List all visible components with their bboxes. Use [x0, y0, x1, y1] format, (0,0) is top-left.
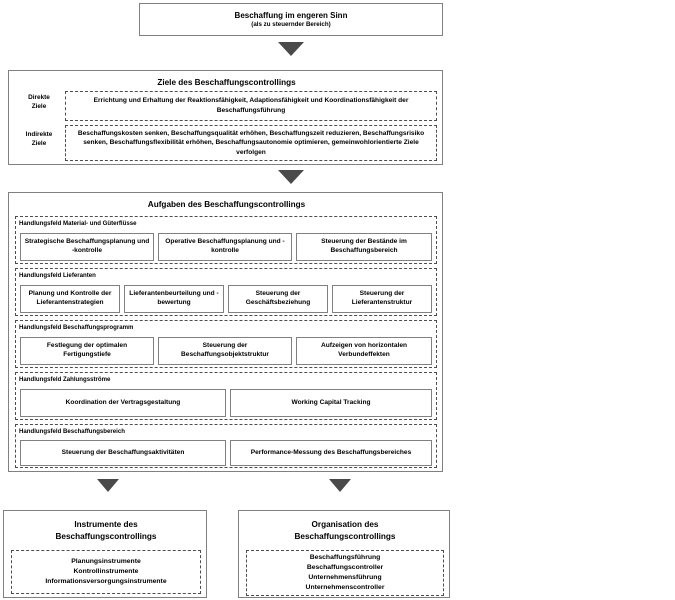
- arrow-down-tasks-to-instrumente: [97, 479, 119, 492]
- instrumente-title-line2: Beschaffungscontrollings: [55, 531, 157, 541]
- task-planung-und-kontrolle-lieferantenstrategien[interactable]: Planung und Kontrolle der Lieferantenstr…: [20, 285, 120, 313]
- organisation-title-line1: Organisation des: [311, 520, 379, 529]
- list-item-unternehmenscontroller: Unternehmenscontroller: [305, 584, 385, 592]
- list-item-unternehmensfuehrung: Unternehmensführung: [308, 574, 382, 581]
- box-beschaffung-im-engeren-sinn: Beschaffung im engeren Sinn (als zu steu…: [139, 3, 443, 36]
- list-item-informationsversorgungsinstrumente: Informationsversorgungsinstrumente: [45, 578, 167, 586]
- task-working-capital-tracking[interactable]: Working Capital Tracking: [230, 389, 432, 417]
- arrow-down-tasks-to-organisation: [329, 479, 351, 492]
- goals-direct-text: Errichtung und Erhaltung der Reaktionsfä…: [93, 97, 409, 114]
- arrow-down-goals-to-tasks: [278, 170, 304, 184]
- label-direkte-ziele: Direkte Ziele: [15, 94, 63, 111]
- task-aufzeigen-horizontale-verbundeffekte[interactable]: Aufzeigen von horizontalen Verbundeffekt…: [296, 337, 432, 365]
- label-direkte-ziele-line1: Direkte: [28, 94, 50, 101]
- label-indirekte-ziele: Indirekte Ziele: [11, 131, 67, 148]
- list-item-planungsinstrumente: Planungsinstrumente: [71, 557, 141, 565]
- task-steuerung-der-lieferantenstruktur[interactable]: Steuerung der Lieferantenstruktur: [332, 285, 432, 313]
- instrumente-title: Instrumente des Beschaffungscontrollings: [4, 519, 208, 543]
- goals-direct-text-box: Errichtung und Erhaltung der Reaktionsfä…: [65, 91, 437, 121]
- label-direkte-ziele-line2: Ziele: [31, 102, 47, 110]
- field-label-material-und-gueterfluesse: Handlungsfeld Material- und Güterflüsse: [19, 220, 137, 227]
- task-lieferantenbeurteilung-und-bewertung[interactable]: Lieferantenbeurteilung und -bewertung: [124, 285, 224, 313]
- box-ziele-des-beschaffungscontrollings: Ziele des Beschaffungscontrollings Direk…: [8, 70, 443, 165]
- field-label-beschaffungsprogramm: Handlungsfeld Beschaffungsprogramm: [19, 324, 134, 331]
- task-steuerung-der-geschaeftsbeziehung[interactable]: Steuerung der Geschäftsbeziehung: [228, 285, 328, 313]
- box-instrumente-des-beschaffungscontrollings: Instrumente des Beschaffungscontrollings…: [3, 510, 207, 598]
- field-group-beschaffungsprogramm: Handlungsfeld Beschaffungsprogramm Festl…: [15, 320, 437, 368]
- goals-title: Ziele des Beschaffungscontrollings: [157, 78, 296, 87]
- list-item-beschaffungscontroller: Beschaffungscontroller: [306, 563, 384, 571]
- field-group-beschaffungsbereich: Handlungsfeld Beschaffungsbereich Steuer…: [15, 424, 437, 468]
- field-label-lieferanten: Handlungsfeld Lieferanten: [19, 272, 96, 279]
- label-indirekte-ziele-line1: Indirekte: [25, 131, 53, 138]
- task-steuerung-der-bestaende[interactable]: Steuerung der Bestände im Beschaffungsbe…: [296, 233, 432, 261]
- organisation-title: Organisation des Beschaffungscontrolling…: [239, 519, 451, 543]
- arrow-down-top-to-goals: [278, 42, 304, 56]
- goals-indirect-text-box: Beschaffungskosten senken, Beschaffungsq…: [65, 125, 437, 161]
- field-group-zahlungsstroeme: Handlungsfeld Zahlungsströme Koordinatio…: [15, 372, 437, 420]
- organisation-title-line2: Beschaffungscontrollings: [294, 531, 396, 541]
- instrumente-list: Planungsinstrumente Kontrollinstrumente …: [11, 550, 201, 594]
- task-performance-messung-beschaffungsbereich[interactable]: Performance-Messung des Beschaffungsbere…: [230, 440, 432, 466]
- task-steuerung-der-beschaffungsaktivitaeten[interactable]: Steuerung der Beschaffungsaktivitäten: [20, 440, 226, 466]
- goals-indirect-text: Beschaffungskosten senken, Beschaffungsq…: [77, 129, 425, 156]
- field-label-beschaffungsbereich: Handlungsfeld Beschaffungsbereich: [19, 428, 125, 435]
- task-steuerung-beschaffungsobjektstruktur[interactable]: Steuerung der Beschaffungsobjektstruktur: [158, 337, 292, 365]
- instrumente-title-line1: Instrumente des: [74, 520, 138, 529]
- task-operative-beschaffungsplanung[interactable]: Operative Beschaffungsplanung und -kontr…: [158, 233, 292, 261]
- organisation-list: Beschaffungsführung Beschaffungscontroll…: [246, 550, 444, 596]
- box-organisation-des-beschaffungscontrollings: Organisation des Beschaffungscontrolling…: [238, 510, 450, 598]
- list-item-kontrollinstrumente: Kontrollinstrumente: [73, 567, 139, 575]
- list-item-beschaffungsfuehrung: Beschaffungsführung: [309, 553, 381, 561]
- task-strategische-beschaffungsplanung[interactable]: Strategische Beschaffungsplanung und -ko…: [20, 233, 154, 261]
- label-indirekte-ziele-line2: Ziele: [31, 139, 47, 147]
- field-group-material-und-gueterfluesse: Handlungsfeld Material- und Güterflüsse …: [15, 216, 437, 264]
- tasks-title: Aufgaben des Beschaffungscontrollings: [147, 200, 306, 209]
- task-festlegung-optimale-fertigungstiefe[interactable]: Festlegung der optimalen Fertigungstiefe: [20, 337, 154, 365]
- field-label-zahlungsstroeme: Handlungsfeld Zahlungsströme: [19, 376, 111, 383]
- top-box-subtitle: (als zu steuernder Bereich): [251, 20, 331, 28]
- box-aufgaben-des-beschaffungscontrollings: Aufgaben des Beschaffungscontrollings Ha…: [8, 192, 443, 472]
- top-box-title: Beschaffung im engeren Sinn: [234, 10, 348, 20]
- task-koordination-der-vertragsgestaltung[interactable]: Koordination der Vertragsgestaltung: [20, 389, 226, 417]
- field-group-lieferanten: Handlungsfeld Lieferanten Planung und Ko…: [15, 268, 437, 316]
